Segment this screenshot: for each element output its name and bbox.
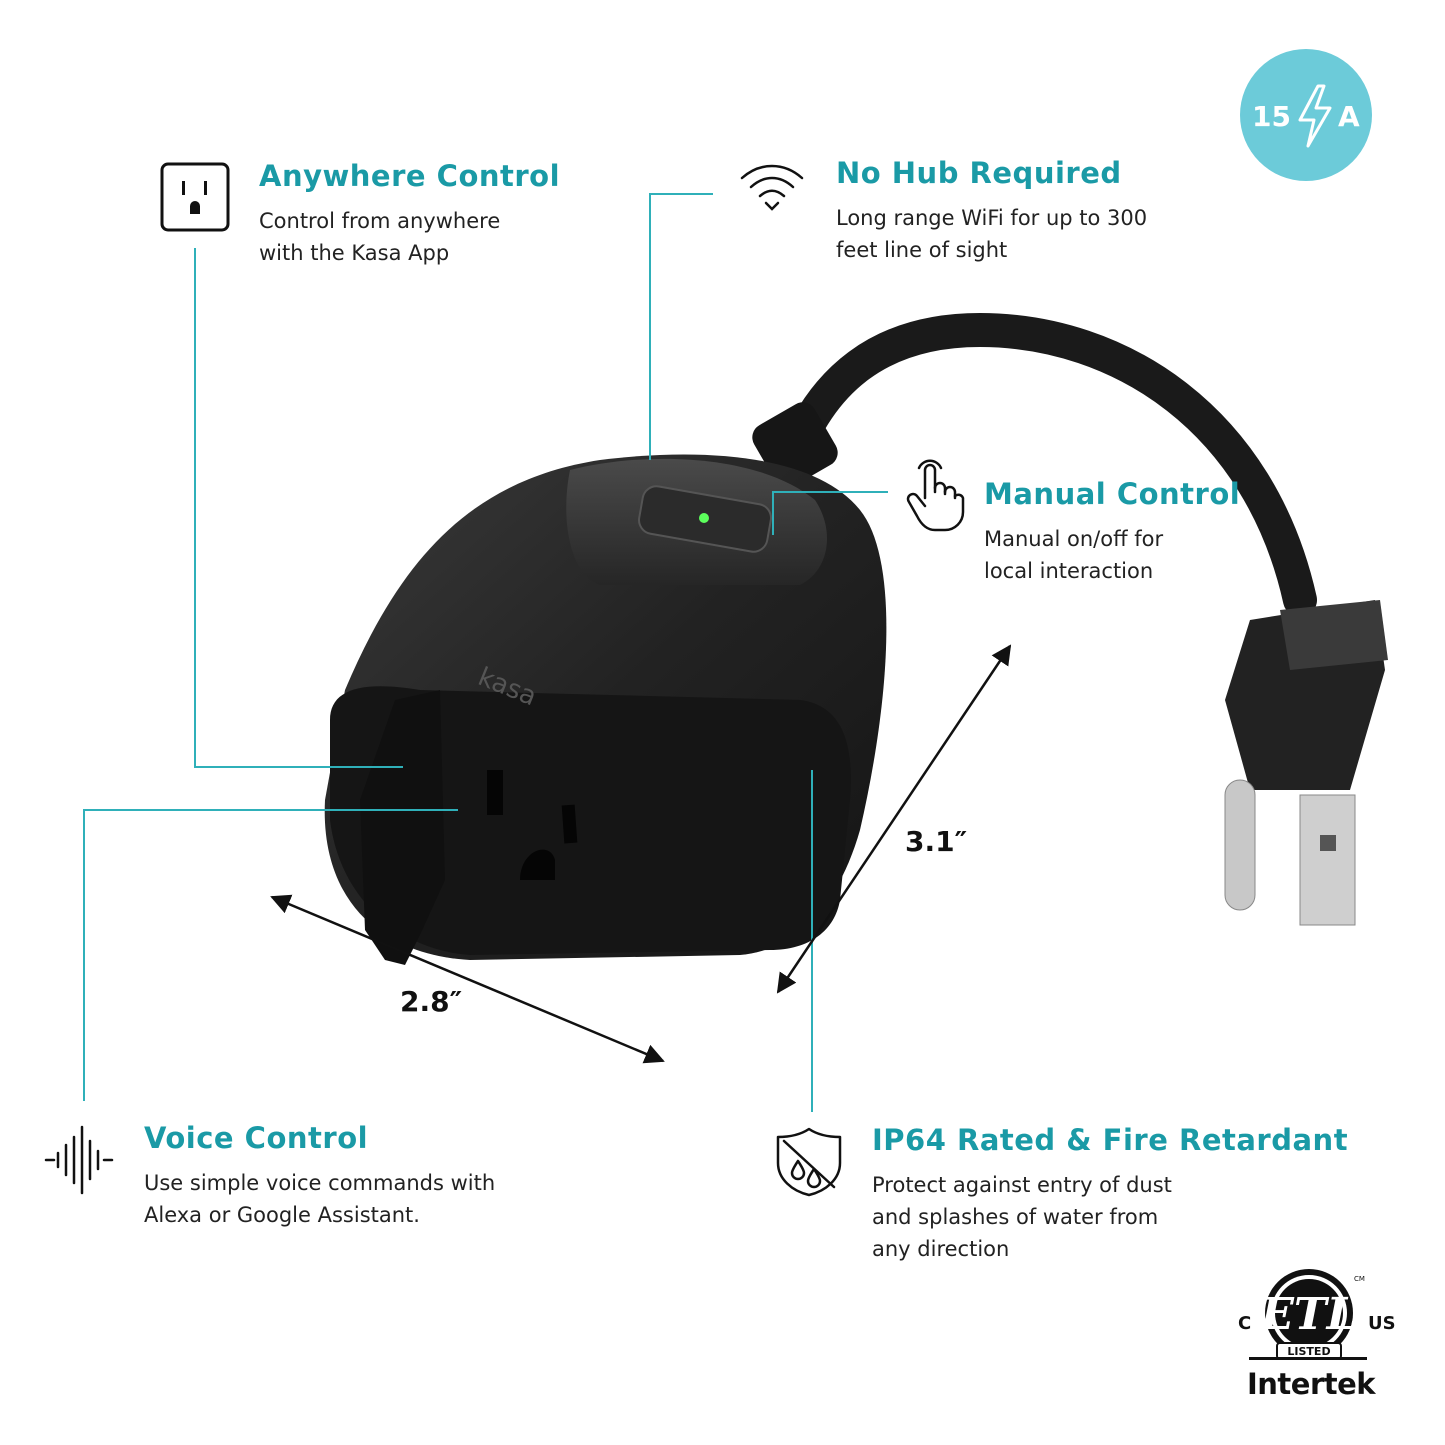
feature-title: IP64 Rated & Fire Retardant [872, 1123, 1349, 1157]
leader-nohub [649, 193, 713, 460]
feature-description: Control from anywhere with the Kasa App [259, 205, 560, 269]
feature-description: Manual on/off for local interaction [984, 523, 1240, 587]
amperage-unit: A [1338, 100, 1360, 133]
power-plug [1224, 600, 1388, 926]
depth-dimension-label: 3.1″ [905, 825, 968, 858]
desc-line: with the Kasa App [259, 240, 450, 265]
feature-ip64-rated: IP64 Rated & Fire Retardant Protect agai… [872, 1123, 1349, 1265]
etl-left-text: C [1238, 1313, 1251, 1334]
feature-title: No Hub Required [836, 156, 1122, 190]
amperage-badge: 15 A [1240, 49, 1372, 181]
feature-manual-control: Manual Control Manual on/off for local i… [984, 477, 1241, 587]
soundwave-icon [44, 1125, 114, 1195]
etl-text: ETL [1258, 1289, 1357, 1340]
leader-manual [772, 491, 888, 535]
outlet-icon [160, 162, 230, 232]
feature-anywhere-control: Anywhere Control Control from anywhere w… [259, 159, 561, 269]
feature-no-hub-required: No Hub Required Long range WiFi for up t… [836, 156, 1147, 266]
cm-text: CM [1354, 1275, 1365, 1283]
desc-line: feet line of sight [836, 237, 1008, 262]
intertek-label: Intertek [1247, 1367, 1376, 1401]
desc-line: Long range WiFi for up to 300 [836, 205, 1148, 230]
amperage-number: 15 [1252, 100, 1291, 133]
hand-pointer-icon [906, 459, 965, 532]
etl-divider [1249, 1357, 1367, 1360]
leader-anywhere [194, 248, 403, 768]
desc-line: Use simple voice commands with [144, 1170, 496, 1195]
feature-title: Manual Control [984, 477, 1241, 511]
etl-logo: ETL LISTED CM C US [1238, 1269, 1396, 1360]
dimension-arrow-width [270, 894, 665, 1064]
etl-right-text: US [1368, 1313, 1396, 1334]
smart-plug-body [324, 454, 887, 965]
dimension-arrow-depth [776, 644, 1012, 994]
desc-line: Control from anywhere [259, 208, 501, 233]
feature-title: Voice Control [144, 1121, 369, 1155]
desc-line: Protect against entry of dust [872, 1172, 1172, 1197]
feature-description: Protect against entry of dust and splash… [872, 1169, 1348, 1265]
desc-line: Alexa or Google Assistant. [144, 1202, 420, 1227]
feature-description: Long range WiFi for up to 300 feet line … [836, 202, 1147, 266]
width-dimension-label: 2.8″ [400, 985, 463, 1018]
feature-voice-control: Voice Control Use simple voice commands … [144, 1121, 495, 1231]
etl-certification-mark: ETL LISTED CM C US Intertek [1232, 1265, 1402, 1405]
lightning-icon [1298, 84, 1332, 148]
desc-line: and splashes of water from [872, 1204, 1159, 1229]
shield-water-icon [776, 1127, 842, 1197]
listed-text: LISTED [1287, 1345, 1330, 1358]
feature-title: Anywhere Control [259, 159, 561, 193]
feature-description: Use simple voice commands with Alexa or … [144, 1167, 495, 1231]
wifi-icon [740, 164, 804, 211]
leader-voice [83, 809, 458, 1101]
power-cord [773, 312, 1317, 617]
desc-line: any direction [872, 1236, 1010, 1261]
desc-line: Manual on/off for [984, 526, 1164, 551]
desc-line: local interaction [984, 558, 1154, 583]
